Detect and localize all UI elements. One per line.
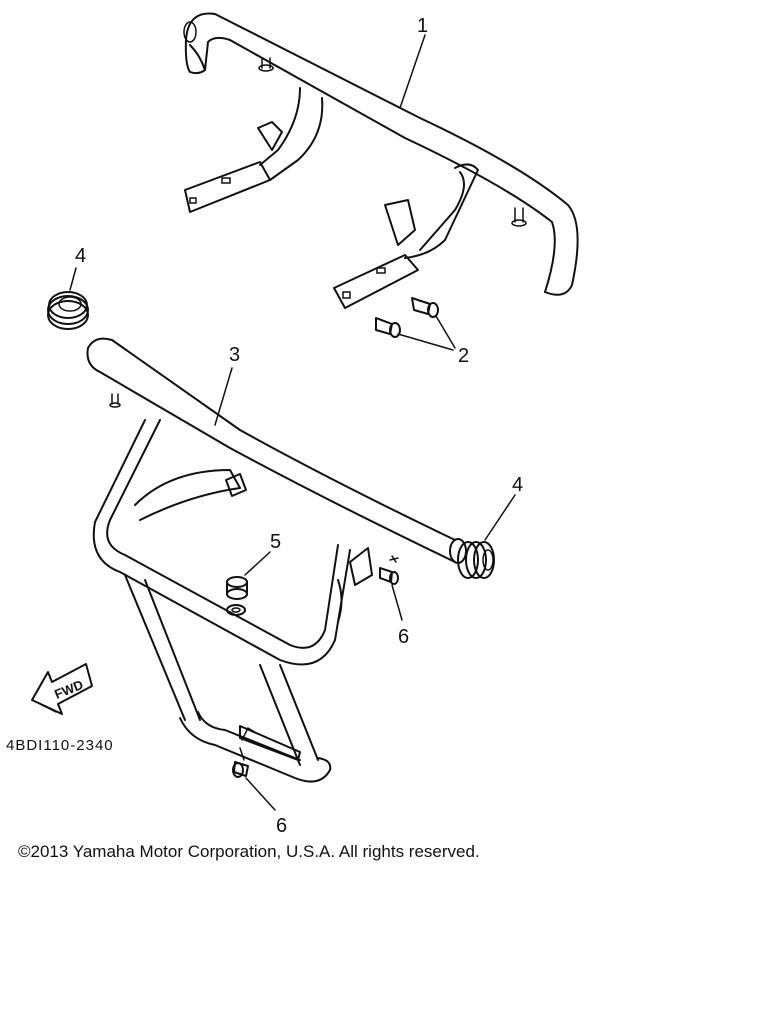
- end-cap-grommet-right: [457, 494, 516, 579]
- diagram-code: 4BDI110-2340: [6, 737, 114, 754]
- callout-part5: 5: [270, 531, 281, 553]
- callout-part3: 3: [229, 344, 240, 366]
- copyright-notice: ©2013 Yamaha Motor Corporation, U.S.A. A…: [18, 842, 480, 861]
- callout-part4-left: 4: [75, 245, 86, 267]
- fwd-arrow-icon: FWD: [31, 663, 93, 715]
- callout-part6-lower: 6: [276, 815, 287, 837]
- upper-guard-bar: [183, 12, 579, 309]
- parts-diagram: FWD 1 2 3 4 4 5 6 6 4BDI110-2340: [6, 12, 579, 837]
- callout-part4-right: 4: [512, 474, 523, 496]
- front-guard-frame: [86, 337, 467, 783]
- end-cap-grommet-left: [47, 267, 89, 330]
- bolt-pair: [375, 297, 456, 351]
- leader-part1: [399, 34, 426, 109]
- callout-part1: 1: [417, 15, 428, 37]
- leader-part3: [214, 367, 233, 426]
- bolt-lower: [232, 747, 276, 811]
- bolt-upper: [379, 555, 403, 621]
- spacer-collar: [226, 551, 271, 616]
- callout-part2: 2: [458, 345, 469, 367]
- callout-part6-upper: 6: [398, 626, 409, 648]
